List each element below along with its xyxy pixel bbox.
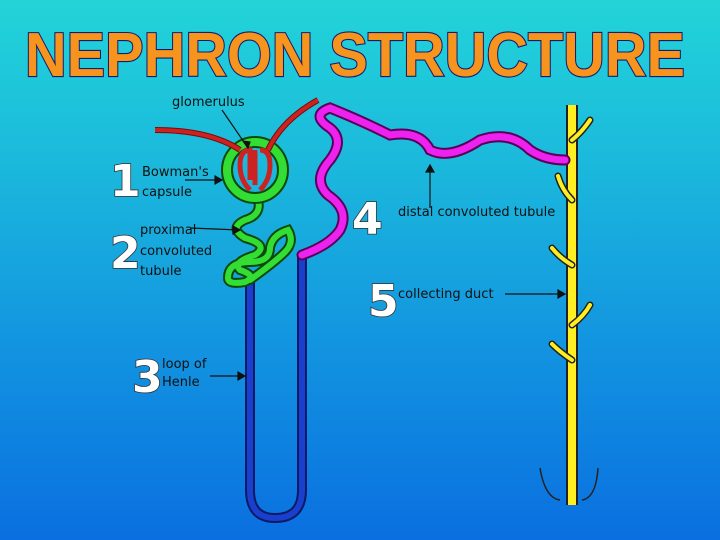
label-loop-of-henle-line2: Henle xyxy=(162,375,200,390)
bowmans-capsule xyxy=(221,136,289,204)
label-bowmans-capsule-line1: Bowman's xyxy=(142,165,209,180)
distal-convoluted-tubule xyxy=(296,102,571,261)
label-proximal-line3: tubule xyxy=(140,264,181,279)
label-glomerulus: glomerulus xyxy=(172,95,245,110)
label-bowmans-capsule-line2: capsule xyxy=(142,185,192,200)
label-distal-tubule: distal convoluted tubule xyxy=(398,205,555,220)
number-loop-of-henle: 3 xyxy=(132,352,163,403)
number-bowmans-capsule: 1 xyxy=(110,156,141,207)
label-proximal-line1: proximal xyxy=(140,223,196,238)
diagram-title: NEPHRON STRUCTURE xyxy=(25,21,685,90)
number-distal-tubule: 4 xyxy=(352,194,383,245)
proximal-convoluted-tubule xyxy=(222,195,296,288)
label-loop-of-henle-line1: loop of xyxy=(162,357,207,372)
number-proximal-tubule: 2 xyxy=(110,228,141,279)
label-proximal-line2: convoluted xyxy=(140,244,212,259)
glomerulus xyxy=(154,97,320,192)
loop-of-henle xyxy=(245,255,307,524)
collecting-duct xyxy=(539,105,599,505)
pointer-lines xyxy=(185,109,567,382)
number-collecting-duct: 5 xyxy=(368,276,399,327)
label-collecting-duct: collecting duct xyxy=(398,287,494,302)
